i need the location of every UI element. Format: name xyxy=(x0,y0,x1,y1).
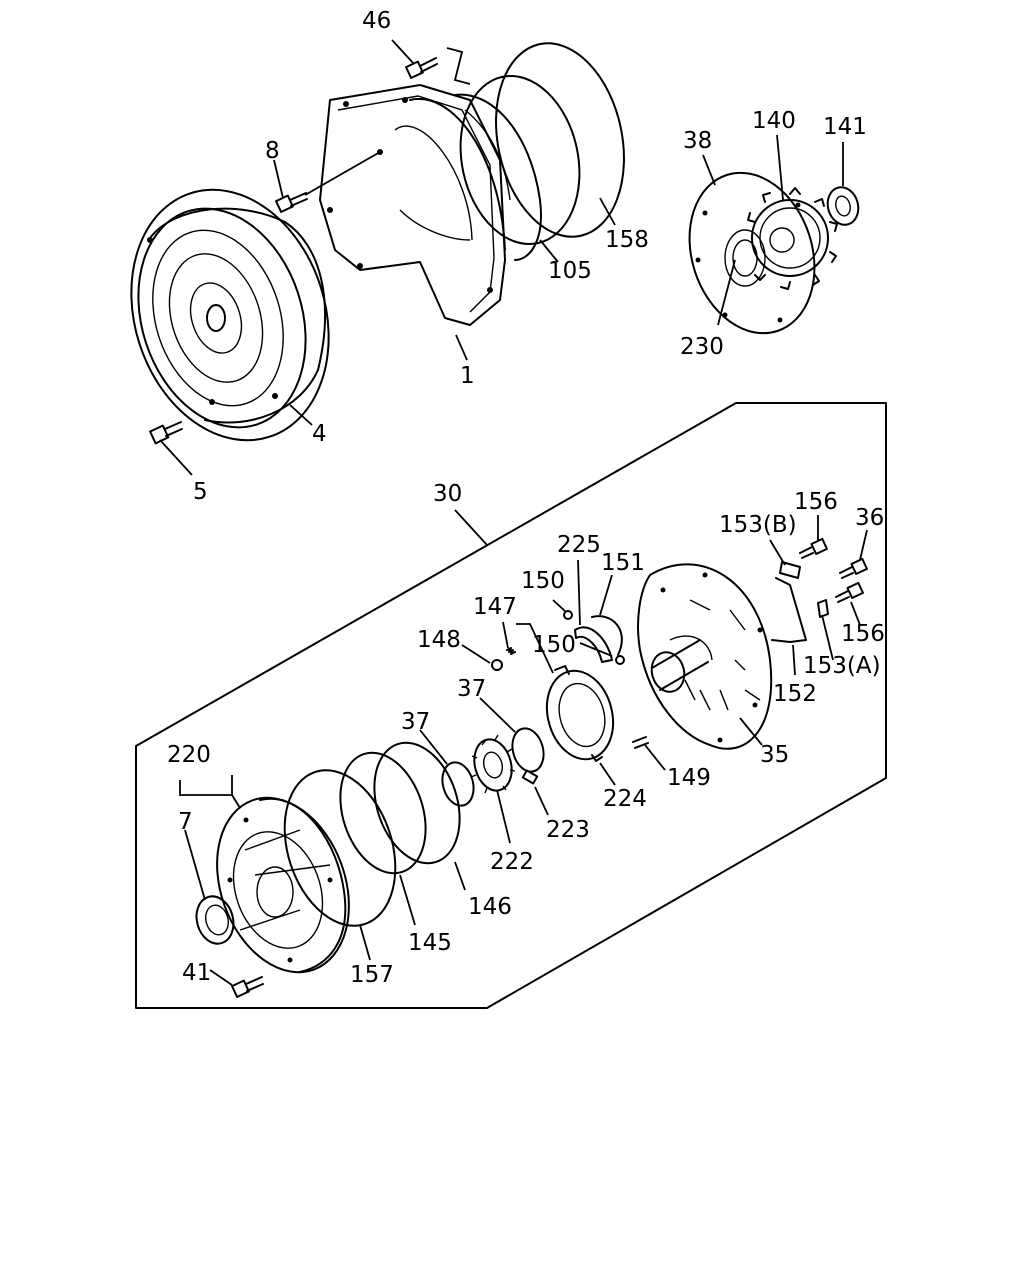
bolt-5[interactable] xyxy=(149,421,183,445)
inner-gear-222[interactable] xyxy=(469,734,517,795)
bolt-156a[interactable] xyxy=(799,537,828,559)
label-225: 225 xyxy=(557,532,601,558)
label-35: 35 xyxy=(760,742,789,768)
label-153a: 153(A) xyxy=(803,653,881,679)
label-30: 30 xyxy=(433,481,462,507)
bolt-8[interactable] xyxy=(275,192,308,213)
label-4: 4 xyxy=(312,421,327,447)
spring-147[interactable] xyxy=(506,647,516,655)
label-147: 147 xyxy=(473,594,517,620)
label-156a: 156 xyxy=(794,489,838,515)
torque-converter[interactable] xyxy=(100,164,360,466)
pump-gear-140[interactable] xyxy=(747,187,838,290)
label-37b: 37 xyxy=(401,709,430,735)
bolt-46[interactable] xyxy=(405,57,438,79)
label-37a: 37 xyxy=(457,676,486,702)
ball-148[interactable] xyxy=(491,659,503,671)
label-224: 224 xyxy=(603,786,647,812)
label-5: 5 xyxy=(193,479,208,505)
stator-support-35[interactable] xyxy=(637,563,773,750)
label-1: 1 xyxy=(460,363,475,389)
label-148: 148 xyxy=(417,627,461,653)
label-230: 230 xyxy=(680,334,724,360)
label-149: 149 xyxy=(667,765,711,791)
label-145: 145 xyxy=(408,930,452,956)
washer-141[interactable] xyxy=(824,184,863,228)
clip-153a[interactable] xyxy=(817,599,829,618)
label-223: 223 xyxy=(546,817,590,843)
slide-225[interactable] xyxy=(574,626,613,663)
bolt-41[interactable] xyxy=(231,976,264,998)
o-ring-146[interactable] xyxy=(360,732,474,875)
oil-seal-7[interactable] xyxy=(191,892,238,948)
pin-149[interactable] xyxy=(632,736,649,749)
label-220: 220 xyxy=(167,742,211,768)
label-150b: 150 xyxy=(532,632,576,658)
leader-lines xyxy=(159,39,868,986)
clip-153b[interactable] xyxy=(779,561,801,579)
label-8: 8 xyxy=(265,138,280,164)
label-153b: 153(B) xyxy=(719,512,797,538)
o-ring-158[interactable] xyxy=(479,31,641,248)
o-ring-105[interactable] xyxy=(446,65,595,255)
label-38: 38 xyxy=(683,128,712,154)
label-156b: 156 xyxy=(841,621,885,647)
label-41: 41 xyxy=(182,960,211,986)
subassembly-frame-30 xyxy=(135,402,887,1009)
bolt-36[interactable] xyxy=(839,557,868,579)
label-105: 105 xyxy=(548,258,592,284)
pin-150b[interactable] xyxy=(615,655,625,665)
o-ring-157[interactable] xyxy=(266,756,414,940)
converter-housing[interactable] xyxy=(319,84,542,326)
label-222: 222 xyxy=(490,849,534,875)
seal-ring-145[interactable] xyxy=(326,742,440,885)
label-152: 152 xyxy=(773,681,817,707)
outer-ring-224[interactable] xyxy=(537,663,622,766)
label-150a: 150 xyxy=(521,568,565,594)
label-141: 141 xyxy=(823,114,867,140)
pin-150a[interactable] xyxy=(563,610,573,620)
pipe-152[interactable] xyxy=(771,577,807,643)
label-146: 146 xyxy=(468,894,512,920)
label-151: 151 xyxy=(601,550,645,576)
bolt-156b[interactable] xyxy=(835,581,864,603)
pump-body-220[interactable] xyxy=(194,779,372,991)
pump-cover-plate-38[interactable] xyxy=(670,156,835,349)
label-7: 7 xyxy=(178,809,193,835)
seal-ring-37b[interactable] xyxy=(508,725,548,775)
label-36: 36 xyxy=(855,505,884,531)
label-158: 158 xyxy=(605,227,649,253)
label-140: 140 xyxy=(752,108,796,134)
spring-151[interactable] xyxy=(591,615,623,656)
label-46: 46 xyxy=(362,8,391,34)
label-157: 157 xyxy=(350,962,394,988)
key-223[interactable] xyxy=(521,769,539,785)
seal-ring-37a[interactable] xyxy=(438,759,478,809)
